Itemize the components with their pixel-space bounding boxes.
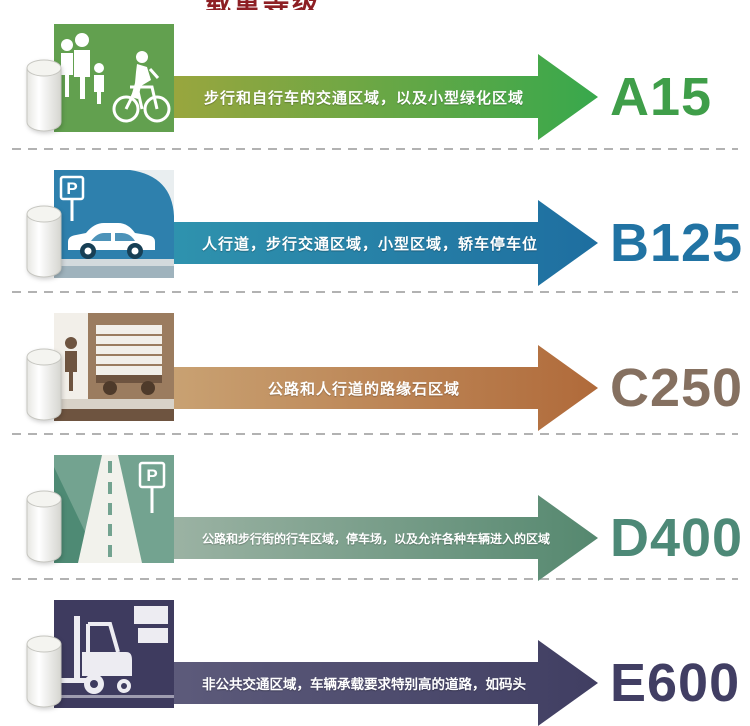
load-class-row-e600: 非公共交通区域，车辆承载要求特别高的道路，如码头 E600 [0, 580, 750, 726]
arrow-banner: 非公共交通区域，车辆承载要求特别高的道路，如码头 [168, 640, 598, 726]
pipe-cylinder-icon [26, 59, 62, 132]
arrow-description: 步行和自行车的交通区域，以及小型绿化区域 [203, 89, 524, 107]
arrow-description: 公路和步行街的行车区域，停车场，以及允许各种车辆进入的区域 [202, 531, 551, 546]
pedestrian-and-truck-at-curb-icon [54, 313, 174, 421]
dashed-separator [12, 433, 738, 435]
arrow-description: 公路和人行道的路缘石区域 [267, 380, 460, 398]
load-class-row-c250: 公路和人行道的路缘石区域 C250 [0, 293, 750, 433]
class-code-label: C250 [610, 358, 744, 418]
pipe-cylinder-icon [26, 490, 62, 563]
class-code-label: A15 [610, 67, 713, 127]
dashed-separator [12, 578, 738, 580]
load-class-row-b125: P 人行道，步行交通区域，小型区域，轿车停车位 B125 [0, 150, 750, 291]
pipe-cylinder-icon [26, 348, 62, 421]
arrow-banner: 公路和步行街的行车区域，停车场，以及允许各种车辆进入的区域 [168, 495, 598, 581]
arrow-description: 人行道，步行交通区域，小型区域，轿车停车位 [202, 235, 539, 253]
road-and-parking-sign-icon: P [54, 455, 174, 563]
cropped-title-text: 载重等级 [205, 0, 345, 10]
svg-text:P: P [146, 466, 157, 485]
load-class-row-a15: 步行和自行车的交通区域，以及小型绿化区域 A15 [0, 4, 750, 148]
load-class-row-d400: P 公路和步行街的行车区域，停车场，以及允许各种车辆进入的区域 D400 [0, 435, 750, 581]
arrow-banner: 人行道，步行交通区域，小型区域，轿车停车位 [168, 200, 598, 286]
arrow-banner: 步行和自行车的交通区域，以及小型绿化区域 [168, 54, 598, 140]
pipe-cylinder-icon [26, 635, 62, 708]
forklift-icon [54, 600, 174, 708]
car-and-parking-sign-icon: P [54, 170, 174, 278]
dashed-separator [12, 148, 738, 150]
pictogram-group [24, 580, 184, 720]
class-code-label: E600 [610, 653, 741, 713]
pictogram-group: P [24, 435, 184, 575]
class-code-label: B125 [610, 213, 744, 273]
pictogram-group [24, 293, 184, 433]
dashed-separator [12, 291, 738, 293]
pictogram-group: P [24, 150, 184, 290]
cropped-title: 载重等级 [205, 0, 345, 10]
pipe-cylinder-icon [26, 205, 62, 278]
pictogram-group [24, 4, 184, 144]
svg-text:P: P [66, 179, 77, 198]
arrow-description: 非公共交通区域，车辆承载要求特别高的道路，如码头 [202, 677, 526, 692]
class-code-label: D400 [610, 508, 744, 568]
pedestrians-and-cyclist-icon [54, 24, 174, 132]
arrow-banner: 公路和人行道的路缘石区域 [168, 345, 598, 431]
